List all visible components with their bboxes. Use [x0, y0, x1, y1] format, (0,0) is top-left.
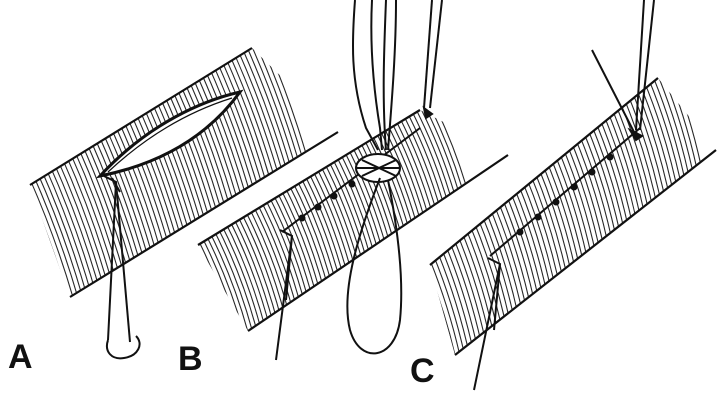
- hatch-line-b: [323, 160, 365, 270]
- hatch-line-b: [402, 113, 444, 223]
- hatch-line-b: [188, 240, 230, 350]
- hatch-line-b: [196, 235, 238, 345]
- hatch-line-b: [216, 224, 258, 334]
- hatch-line-b: [240, 209, 282, 319]
- hatch-line-b: [283, 183, 325, 293]
- hatch-line-b: [244, 207, 286, 317]
- hatch-line-b: [224, 219, 266, 329]
- hatch-line-b: [410, 108, 452, 218]
- hatch-line-b: [200, 233, 242, 343]
- panel-label-a: A: [8, 338, 33, 376]
- hatch-line-b: [192, 238, 234, 348]
- hatch-line-b: [259, 198, 301, 308]
- incision-a: [100, 92, 240, 176]
- hatch-line-b: [303, 172, 345, 282]
- hatch-line-b: [295, 176, 337, 286]
- hatch-line-b: [275, 188, 317, 298]
- hatch-line-b: [208, 228, 250, 338]
- hatch-line-b: [228, 216, 270, 326]
- hatch-line-b: [204, 231, 246, 341]
- hatch-line-b: [398, 115, 440, 225]
- hatch-line-b: [291, 179, 333, 289]
- hatch-line-b: [212, 226, 254, 336]
- hatch-line-b: [418, 103, 460, 213]
- hatch-line-b: [287, 181, 329, 291]
- hatch-line-b: [414, 105, 456, 215]
- hatch-line-b: [220, 221, 262, 331]
- hatch-line-b: [271, 190, 313, 300]
- hatch-line-b: [232, 214, 274, 324]
- panel-label-b: B: [178, 340, 203, 378]
- panel-b: B: [178, 0, 508, 378]
- hatch-line-b: [236, 212, 278, 322]
- hatch-line-b: [394, 117, 436, 227]
- completed-suture-line-c: [490, 128, 640, 256]
- hatch-line-b: [299, 174, 341, 284]
- vessel-segment-c: [420, 60, 716, 382]
- hatch-line-b: [430, 96, 472, 206]
- hatch-line-b: [406, 110, 448, 220]
- tied-suture-ends-c: [474, 0, 654, 390]
- panel-c: C: [410, 0, 716, 390]
- stay-suture-a: [104, 176, 140, 358]
- panel-label-c: C: [410, 352, 435, 390]
